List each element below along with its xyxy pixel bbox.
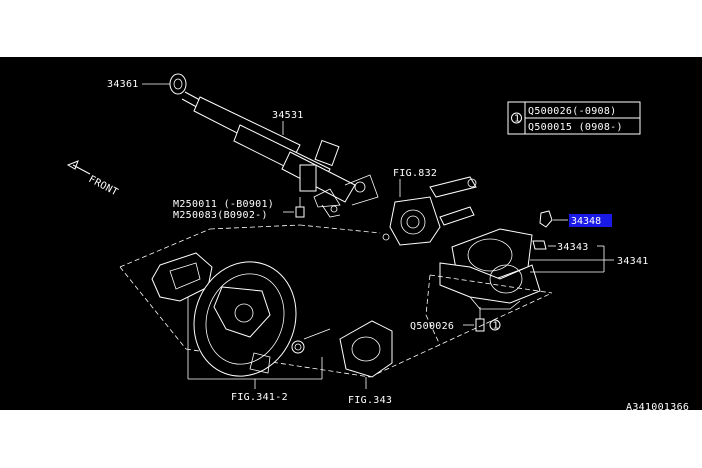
screw-circle-marker: 1 bbox=[493, 321, 499, 332]
label-bolt-b: M250083(B0902-) bbox=[173, 210, 268, 221]
part-34361-cap: 34361 bbox=[107, 73, 187, 95]
column-cover: 34343 34341 bbox=[439, 228, 649, 310]
label-34531: 34531 bbox=[272, 110, 304, 121]
label-34343: 34343 bbox=[557, 242, 589, 253]
part-34348[interactable]: 34348 bbox=[539, 210, 612, 228]
label-fig832: FIG.832 bbox=[393, 168, 437, 179]
label-fig343: FIG.343 bbox=[348, 395, 392, 406]
legend-row-2: Q500015 (0908-) bbox=[528, 122, 623, 133]
label-34361: 34361 bbox=[107, 79, 139, 90]
combination-switch: FIG.832 bbox=[382, 168, 477, 246]
reference-code: A341001366 bbox=[626, 402, 689, 410]
parts-diagram: 1 Q500026(-0908) Q500015 (0908-) FRONT 3… bbox=[0, 57, 702, 410]
label-fig341-2: FIG.341-2 bbox=[231, 392, 288, 403]
label-q500026: Q500026 bbox=[410, 321, 454, 332]
front-arrow: FRONT bbox=[66, 160, 120, 199]
label-34341: 34341 bbox=[617, 256, 649, 267]
bolt-group: M250011 (-B0901) M250083(B0902-) bbox=[173, 197, 305, 221]
legend-row-1: Q500026(-0908) bbox=[528, 106, 617, 117]
dashed-outlines bbox=[119, 224, 553, 378]
airbag-module: FIG.343 bbox=[339, 320, 393, 406]
steering-column-34531: 34531 bbox=[181, 91, 379, 218]
label-34348[interactable]: 34348 bbox=[571, 216, 601, 227]
steering-wheel: FIG.341-2 bbox=[151, 252, 331, 403]
legend-box: 1 Q500026(-0908) Q500015 (0908-) bbox=[507, 101, 641, 135]
label-bolt-a: M250011 (-B0901) bbox=[173, 199, 274, 210]
legend-marker: 1 bbox=[514, 114, 520, 125]
screw-q500026: Q500026 1 bbox=[410, 307, 501, 332]
front-label: FRONT bbox=[87, 174, 120, 199]
label-34348-highlight bbox=[569, 214, 612, 227]
